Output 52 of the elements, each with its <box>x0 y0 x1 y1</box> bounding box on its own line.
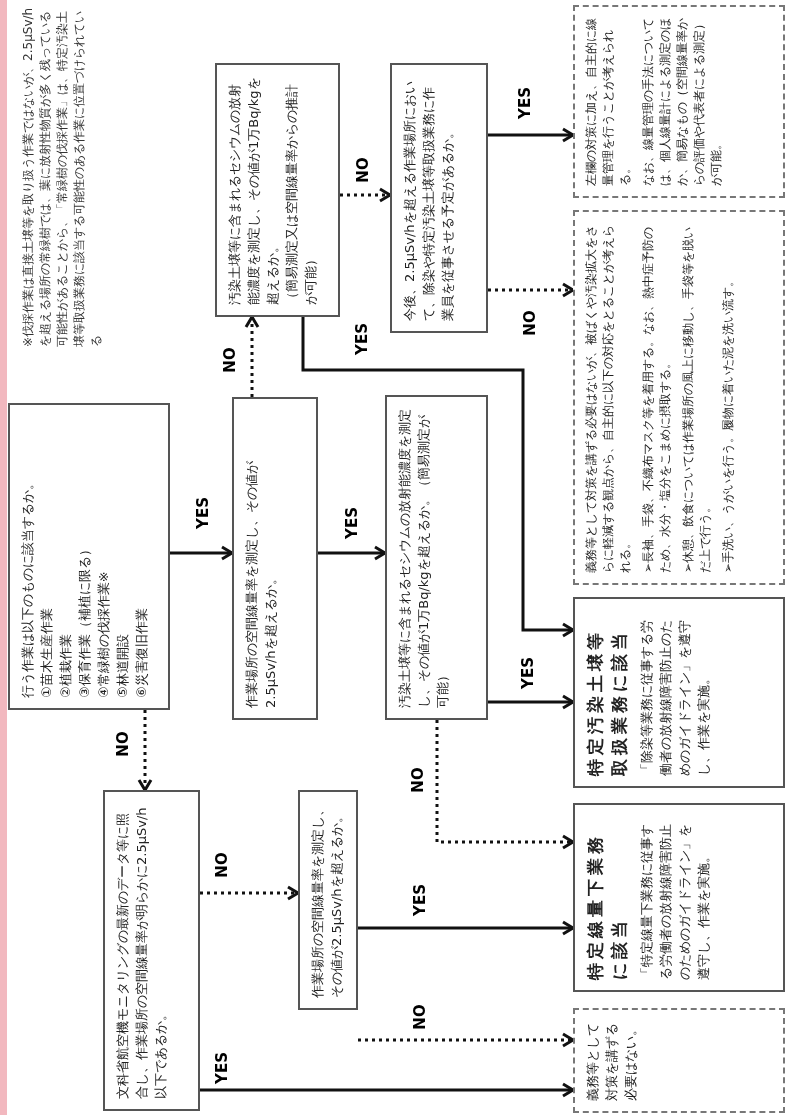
arrow <box>488 694 575 710</box>
question-text: 文科省航空機モニタリングの最新のデータ等に照合し、作業場所の空間線量率が明らかに2.5μSv/h以下であるか。 <box>114 806 169 1099</box>
result-box <box>573 803 785 992</box>
advice-text: ➢長袖、手袋、不織布マスク等を着用する。なお、熱中症予防のため、水分・塩分をこまめに摂取する。 <box>640 225 673 573</box>
arrow <box>170 545 234 561</box>
question-text: 今後、2.5μSv/hを超える作業場所において、除染や特定汚染土壌等取扱業務に作業員を従事させる予定があるか。 <box>401 80 456 321</box>
list-item: ⑥災害復旧作業 <box>133 607 150 698</box>
instruction-text: 「特定線量下業務に従事する労働者の放射線障害防止のためのガイドライン」を遵守し、作業を実施。 <box>638 823 712 980</box>
instruction-text: 「除染等業務に従事する労働者の放射線障害防止のためのガイドライン」を遵守し、作業を実施。 <box>638 619 712 776</box>
advice-text: 左欄の対策に加え、自主的に線量管理を行うことが考えられる。 <box>583 17 633 186</box>
arrow <box>488 282 575 298</box>
question-box <box>390 63 488 333</box>
list-item: ①苗木生産作業 <box>38 607 55 698</box>
arrow <box>137 710 153 792</box>
arrow <box>200 885 300 901</box>
result-box <box>573 597 785 788</box>
arrow <box>200 1082 575 1098</box>
advice-text: ➢休憩、飲食については作業場所の風上に移動し、手袋等を脱いだ上で行う。 <box>680 225 713 573</box>
arrow <box>244 315 260 397</box>
list-item: ②植栽作業 <box>57 633 74 698</box>
question-text: 行う作業は以下のものに該当するか。 <box>19 476 36 698</box>
advice-box <box>573 1008 785 1113</box>
question-box <box>8 403 170 710</box>
advice-text: 義務等として対策を講ずる必要はないが、被ばくや汚染拡大をさらに軽減する観点から、自主的に以下の対応をとることが考えられる。 <box>583 224 633 573</box>
arrow <box>435 720 575 850</box>
arrow <box>358 920 575 936</box>
list-item: ③保育作業（補植に限る） <box>76 542 93 698</box>
result-heading: 特定線量下業務に該当 <box>584 832 630 980</box>
note-text: （簡易測定又は空間線量率からの推計が可能） <box>283 83 319 305</box>
result-heading: 特定汚染土壌等取扱業務に該当 <box>584 628 630 776</box>
question-box <box>103 790 200 1111</box>
arrow <box>358 1032 575 1048</box>
arrow <box>301 317 575 638</box>
question-text: 汚染土壌等に含まれるセシウムの放射能濃度を測定し、その値が1万Bq/kgを超えるか。（簡易測定が可能） <box>396 408 451 708</box>
question-text: 作業場所の空間線量率を測定し、その値が2.5μSv/hを超えるか。 <box>309 802 345 998</box>
question-box <box>215 63 340 317</box>
question-box <box>232 397 318 720</box>
arrow <box>488 127 575 143</box>
advice-box <box>573 5 785 198</box>
list-item: ⑤林道開設 <box>114 633 131 698</box>
arrow <box>340 187 392 203</box>
arrow <box>318 545 387 561</box>
question-box <box>298 790 358 1010</box>
advice-box <box>573 210 785 585</box>
question-text: 汚染土壌等に含まれるセシウムの放射能濃度を測定し、その値が1万Bq/kgを超えるか。 <box>226 76 281 305</box>
list-item: ④常緑樹の伐採作業※ <box>95 570 112 698</box>
advice-text: なお、線量管理の手法については、個人線量計による測定のほか、簡易なもの（空間線量率からの評価や代表者による測定）が可能。 <box>640 17 724 186</box>
advice-text: ➢手洗い、うがいを行う。履物に着いた泥を洗い流す。 <box>720 273 736 573</box>
question-text: 作業場所の空間線量率を測定し、その値が2.5μSv/hを超えるか。 <box>243 460 279 708</box>
question-box <box>385 395 488 720</box>
advice-text: 義務等として対策を講ずる必要はない。 <box>584 1022 639 1101</box>
footnote-text: ※伐採作業は直接土壌等を取り扱う作業ではないが、2.5μSv/hを超える場所の常緑樹では、葉に放射性物質が多く残っている可能性があることから、「常緑樹の伐採作業」は、特定汚染土壌等取扱業務に該当する可能性のある作業に位置づけられている <box>20 6 104 347</box>
